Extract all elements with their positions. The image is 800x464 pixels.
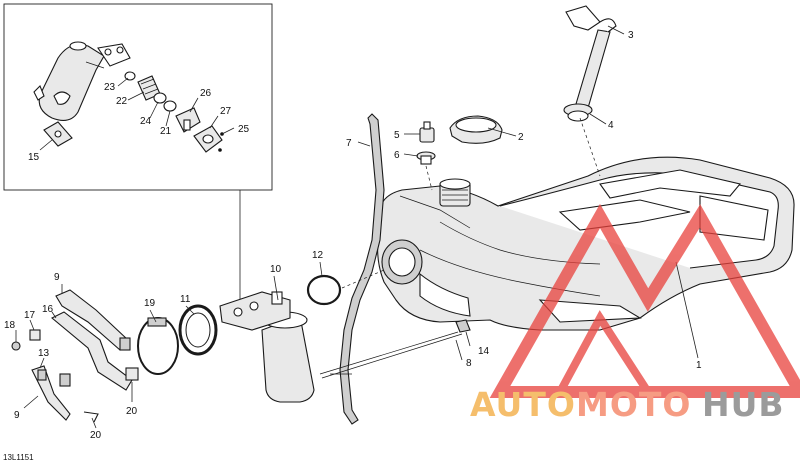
callout-13: 13 [38, 348, 50, 359]
callout-16: 16 [42, 304, 54, 315]
inset-oring-21 [163, 100, 177, 112]
plug-20 [125, 367, 139, 381]
screw-18 [11, 341, 21, 351]
inset-clamp-24 [153, 92, 167, 104]
watermark-moto: MOTO [576, 385, 691, 424]
callout-8: 8 [466, 358, 472, 369]
inset-valve-26 [175, 107, 201, 133]
callout-20-left: 20 [90, 430, 102, 441]
filler-tube-3 [565, 5, 617, 109]
callout-2: 2 [518, 132, 524, 143]
callout-17: 17 [24, 310, 36, 321]
grommet-4 [563, 103, 593, 122]
oring-12 [306, 274, 342, 306]
reference-code: 13L1151 [3, 453, 34, 462]
callout-20-right: 20 [126, 406, 138, 417]
fitting-17 [29, 329, 41, 341]
callout-9-lower: 9 [14, 410, 20, 421]
fuel-pump-10 [219, 291, 315, 403]
callout-22: 22 [116, 96, 128, 107]
watermark-auto: AUTO [470, 385, 576, 424]
lock-ring-11 [178, 304, 218, 356]
hose-clamp-19 [137, 317, 179, 375]
automotohub-watermark: AUTO MOTO HUB [470, 203, 800, 424]
callout-3: 3 [628, 30, 634, 41]
callout-24: 24 [140, 116, 152, 127]
detail-inset-frame [3, 3, 273, 191]
callout-25: 25 [238, 124, 250, 135]
fuel-hose-lower [31, 365, 99, 423]
fuel-cap-2 [449, 115, 503, 144]
callout-21: 21 [160, 126, 172, 137]
watermark-triangle-mark [489, 203, 800, 398]
inset-bracket-15 [43, 121, 73, 147]
fuel-hose-upper [51, 289, 133, 391]
callout-15: 15 [28, 152, 40, 163]
callout-4: 4 [608, 120, 614, 131]
callout-18: 18 [4, 320, 16, 331]
callout-7: 7 [346, 138, 352, 149]
callout-26: 26 [200, 88, 212, 99]
vent-valve-5 [419, 121, 435, 143]
vent-hose-7 [330, 113, 385, 425]
inset-pump-housing [33, 41, 131, 121]
callout-5: 5 [394, 130, 400, 141]
callout-14: 14 [478, 346, 490, 357]
callout-27: 27 [220, 106, 232, 117]
callout-19: 19 [144, 298, 156, 309]
bolt-14 [319, 319, 471, 379]
callout-12: 12 [312, 250, 324, 261]
callout-10: 10 [270, 264, 282, 275]
callout-11: 11 [180, 294, 191, 305]
callout-23: 23 [104, 82, 116, 93]
watermark-hub: HUB [702, 385, 785, 424]
callout-1: 1 [696, 360, 702, 371]
callout-6: 6 [394, 150, 400, 161]
grommet-6 [416, 151, 436, 165]
inset-flange-27 [193, 125, 224, 153]
callout-9-upper: 9 [54, 272, 60, 283]
